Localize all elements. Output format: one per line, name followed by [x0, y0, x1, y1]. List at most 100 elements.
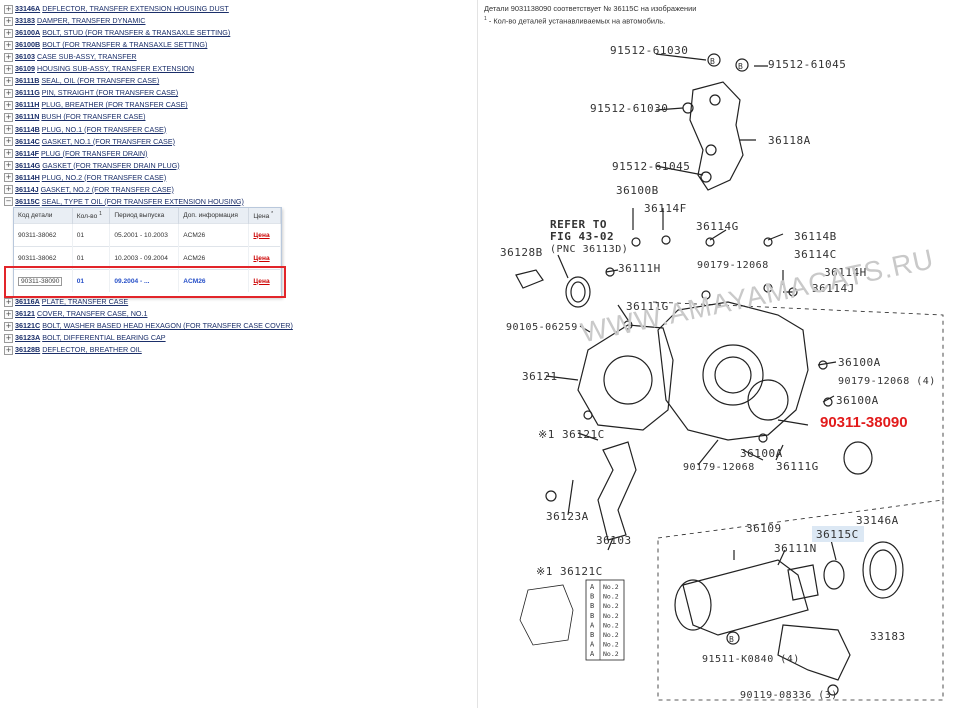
- price-link[interactable]: Цена: [253, 231, 270, 239]
- part-name-link[interactable]: PLUG, NO.2 (FOR TRANSFER CASE): [41, 172, 167, 182]
- part-list-item[interactable]: +36128B DEFLECTOR, BREATHER OIL: [4, 344, 142, 356]
- part-code-link[interactable]: 36116A: [15, 297, 40, 306]
- part-list-item[interactable]: +36114H PLUG, NO.2 (FOR TRANSFER CASE): [4, 172, 166, 184]
- part-name-link[interactable]: HOUSING SUB-ASSY, TRANSFER EXTENSION: [37, 64, 195, 74]
- expand-toggle-icon[interactable]: +: [4, 76, 13, 86]
- part-name-link[interactable]: DEFLECTOR, BREATHER OIL: [42, 345, 142, 354]
- part-list-item[interactable]: +36114C GASKET, NO.1 (FOR TRANSFER CASE): [4, 136, 175, 148]
- part-list-item[interactable]: +36114J GASKET, NO.2 (FOR TRANSFER CASE): [4, 184, 174, 196]
- diagram-label: 36111G: [776, 460, 819, 473]
- part-name-link[interactable]: PLUG, BREATHER (FOR TRANSFER CASE): [41, 100, 188, 110]
- bolt-table-value: No.2: [603, 650, 619, 658]
- part-code-link[interactable]: 36123A: [15, 333, 41, 342]
- part-name-link[interactable]: BUSH (FOR TRANSFER CASE): [41, 112, 146, 122]
- expand-toggle-icon[interactable]: +: [4, 100, 13, 110]
- expand-toggle-icon[interactable]: +: [4, 185, 13, 195]
- part-name-link[interactable]: BOLT, STUD (FOR TRANSFER & TRANSAXLE SET…: [42, 28, 231, 38]
- part-list-item[interactable]: +36100A BOLT, STUD (FOR TRANSFER & TRANS…: [4, 27, 230, 39]
- part-code-link[interactable]: 36121C: [15, 321, 41, 330]
- expand-toggle-icon[interactable]: +: [4, 345, 13, 355]
- part-name-link[interactable]: BOLT (FOR TRANSFER & TRANSAXLE SETTING): [42, 40, 208, 50]
- expand-toggle-icon[interactable]: +: [4, 64, 13, 74]
- part-list-item[interactable]: +33183 DAMPER, TRANSFER DYNAMIC: [4, 15, 146, 27]
- part-name-link[interactable]: PLATE, TRANSFER CASE: [41, 297, 129, 306]
- part-code-link[interactable]: 36114F: [15, 148, 39, 158]
- part-list-item[interactable]: +36111H PLUG, BREATHER (FOR TRANSFER CAS…: [4, 99, 188, 111]
- expand-toggle-icon[interactable]: +: [4, 4, 13, 14]
- part-list-item[interactable]: +36121C BOLT, WASHER BASED HEAD HEXAGON …: [4, 320, 293, 332]
- part-code-link[interactable]: 36128B: [15, 345, 41, 354]
- part-code-link[interactable]: 36115C: [15, 196, 40, 206]
- part-code-link[interactable]: 36114B: [15, 124, 40, 134]
- part-code-link[interactable]: 36100A: [15, 28, 41, 38]
- part-code-link[interactable]: 33146A: [15, 4, 41, 13]
- price-link[interactable]: Цена: [253, 277, 270, 285]
- part-code-link[interactable]: 36114J: [15, 184, 39, 194]
- part-code-link[interactable]: 36100B: [15, 40, 41, 50]
- expand-toggle-icon[interactable]: +: [4, 125, 13, 135]
- part-code-link[interactable]: 36103: [15, 52, 35, 62]
- expand-toggle-icon[interactable]: +: [4, 149, 13, 159]
- part-list-item[interactable]: +36111B SEAL, OIL (FOR TRANSFER CASE): [4, 75, 159, 87]
- part-name-link[interactable]: PIN, STRAIGHT (FOR TRANSFER CASE): [41, 88, 179, 98]
- part-variants-table: Код детали Кол-во 1 Период выпуска Доп. …: [14, 208, 281, 292]
- part-name-link[interactable]: SEAL, TYPE T OIL (FOR TRANSFER EXTENSION…: [41, 196, 244, 206]
- expand-toggle-icon[interactable]: +: [4, 40, 13, 50]
- part-code-link[interactable]: 33183: [15, 16, 35, 26]
- part-name-link[interactable]: DAMPER, TRANSFER DYNAMIC: [37, 16, 146, 26]
- part-list-item[interactable]: +36121 COVER, TRANSFER CASE, NO.1: [4, 308, 148, 320]
- part-name-link[interactable]: SEAL, OIL (FOR TRANSFER CASE): [41, 76, 160, 86]
- expand-toggle-icon[interactable]: +: [4, 321, 13, 331]
- part-name-link[interactable]: BOLT, WASHER BASED HEAD HEXAGON (FOR TRA…: [42, 321, 293, 330]
- part-code-link[interactable]: 36111H: [15, 100, 40, 110]
- part-list-item[interactable]: −36115C SEAL, TYPE T OIL (FOR TRANSFER E…: [4, 196, 244, 208]
- diagram-label: 90179-12068: [697, 260, 769, 271]
- part-list-item[interactable]: +36103 CASE SUB-ASSY, TRANSFER: [4, 51, 137, 63]
- part-name-link[interactable]: GASKET, NO.1 (FOR TRANSFER CASE): [41, 136, 176, 146]
- part-name-link[interactable]: GASKET (FOR TRANSFER DRAIN PLUG): [42, 160, 180, 170]
- part-list-item[interactable]: +33146A DEFLECTOR, TRANSFER EXTENSION HO…: [4, 3, 229, 15]
- table-row[interactable]: 90311-38062 01 10.2003 - 09.2004 ACM26 Ц…: [14, 246, 281, 270]
- expand-toggle-icon[interactable]: −: [4, 197, 13, 207]
- part-name-link[interactable]: GASKET, NO.2 (FOR TRANSFER CASE): [40, 184, 174, 194]
- part-list-item[interactable]: +36114G GASKET (FOR TRANSFER DRAIN PLUG): [4, 160, 180, 172]
- part-name-link[interactable]: COVER, TRANSFER CASE, NO.1: [37, 309, 148, 318]
- part-name-link[interactable]: CASE SUB-ASSY, TRANSFER: [37, 52, 137, 62]
- part-list-item[interactable]: +36114F PLUG (FOR TRANSFER DRAIN): [4, 148, 147, 160]
- part-name-link[interactable]: PLUG (FOR TRANSFER DRAIN): [40, 148, 148, 158]
- part-name-link[interactable]: PLUG, NO.1 (FOR TRANSFER CASE): [41, 124, 167, 134]
- part-list-item[interactable]: +36109 HOUSING SUB-ASSY, TRANSFER EXTENS…: [4, 63, 194, 75]
- expand-toggle-icon[interactable]: +: [4, 28, 13, 38]
- expand-toggle-icon[interactable]: +: [4, 333, 13, 343]
- part-list-item[interactable]: +36111N BUSH (FOR TRANSFER CASE): [4, 111, 146, 123]
- table-row[interactable]: 90311-38062 01 05.2001 - 10.2003 ACM26 Ц…: [14, 223, 281, 247]
- part-code-link[interactable]: 36109: [15, 64, 35, 74]
- part-list-item[interactable]: +36116A PLATE, TRANSFER CASE: [4, 296, 128, 308]
- part-code-link[interactable]: 36111N: [15, 112, 40, 122]
- part-list-item[interactable]: +36123A BOLT, DIFFERENTIAL BEARING CAP: [4, 332, 166, 344]
- bolt-head: [705, 237, 715, 247]
- expand-toggle-icon[interactable]: +: [4, 173, 13, 183]
- part-list-item[interactable]: +36100B BOLT (FOR TRANSFER & TRANSAXLE S…: [4, 39, 207, 51]
- expand-toggle-icon[interactable]: +: [4, 137, 13, 147]
- expand-toggle-icon[interactable]: +: [4, 161, 13, 171]
- part-code-link[interactable]: 36111G: [15, 88, 40, 98]
- expand-toggle-icon[interactable]: +: [4, 88, 13, 98]
- price-link[interactable]: Цена: [253, 254, 270, 262]
- expand-toggle-icon[interactable]: +: [4, 113, 13, 123]
- part-code-link[interactable]: 36111B: [15, 76, 40, 86]
- part-code-link[interactable]: 36114G: [15, 160, 41, 170]
- part-code-link[interactable]: 36114C: [15, 136, 40, 146]
- part-list-item[interactable]: +36111G PIN, STRAIGHT (FOR TRANSFER CASE…: [4, 87, 178, 99]
- part-list-item[interactable]: +36114B PLUG, NO.1 (FOR TRANSFER CASE): [4, 124, 166, 136]
- expand-toggle-icon[interactable]: +: [4, 52, 13, 62]
- part-code-link[interactable]: 36121: [15, 309, 35, 318]
- expand-toggle-icon[interactable]: +: [4, 16, 13, 26]
- part-code-link[interactable]: 36114H: [15, 172, 40, 182]
- part-name-link[interactable]: BOLT, DIFFERENTIAL BEARING CAP: [42, 333, 166, 342]
- part-name-link[interactable]: DEFLECTOR, TRANSFER EXTENSION HOUSING DU…: [42, 4, 229, 13]
- table-row-selected[interactable]: 90311-38090 01 09.2004 - ... ACM26 Цена: [14, 269, 281, 292]
- diagram-label: 36121: [522, 370, 558, 383]
- expand-toggle-icon[interactable]: +: [4, 309, 13, 319]
- expand-toggle-icon[interactable]: +: [4, 297, 13, 307]
